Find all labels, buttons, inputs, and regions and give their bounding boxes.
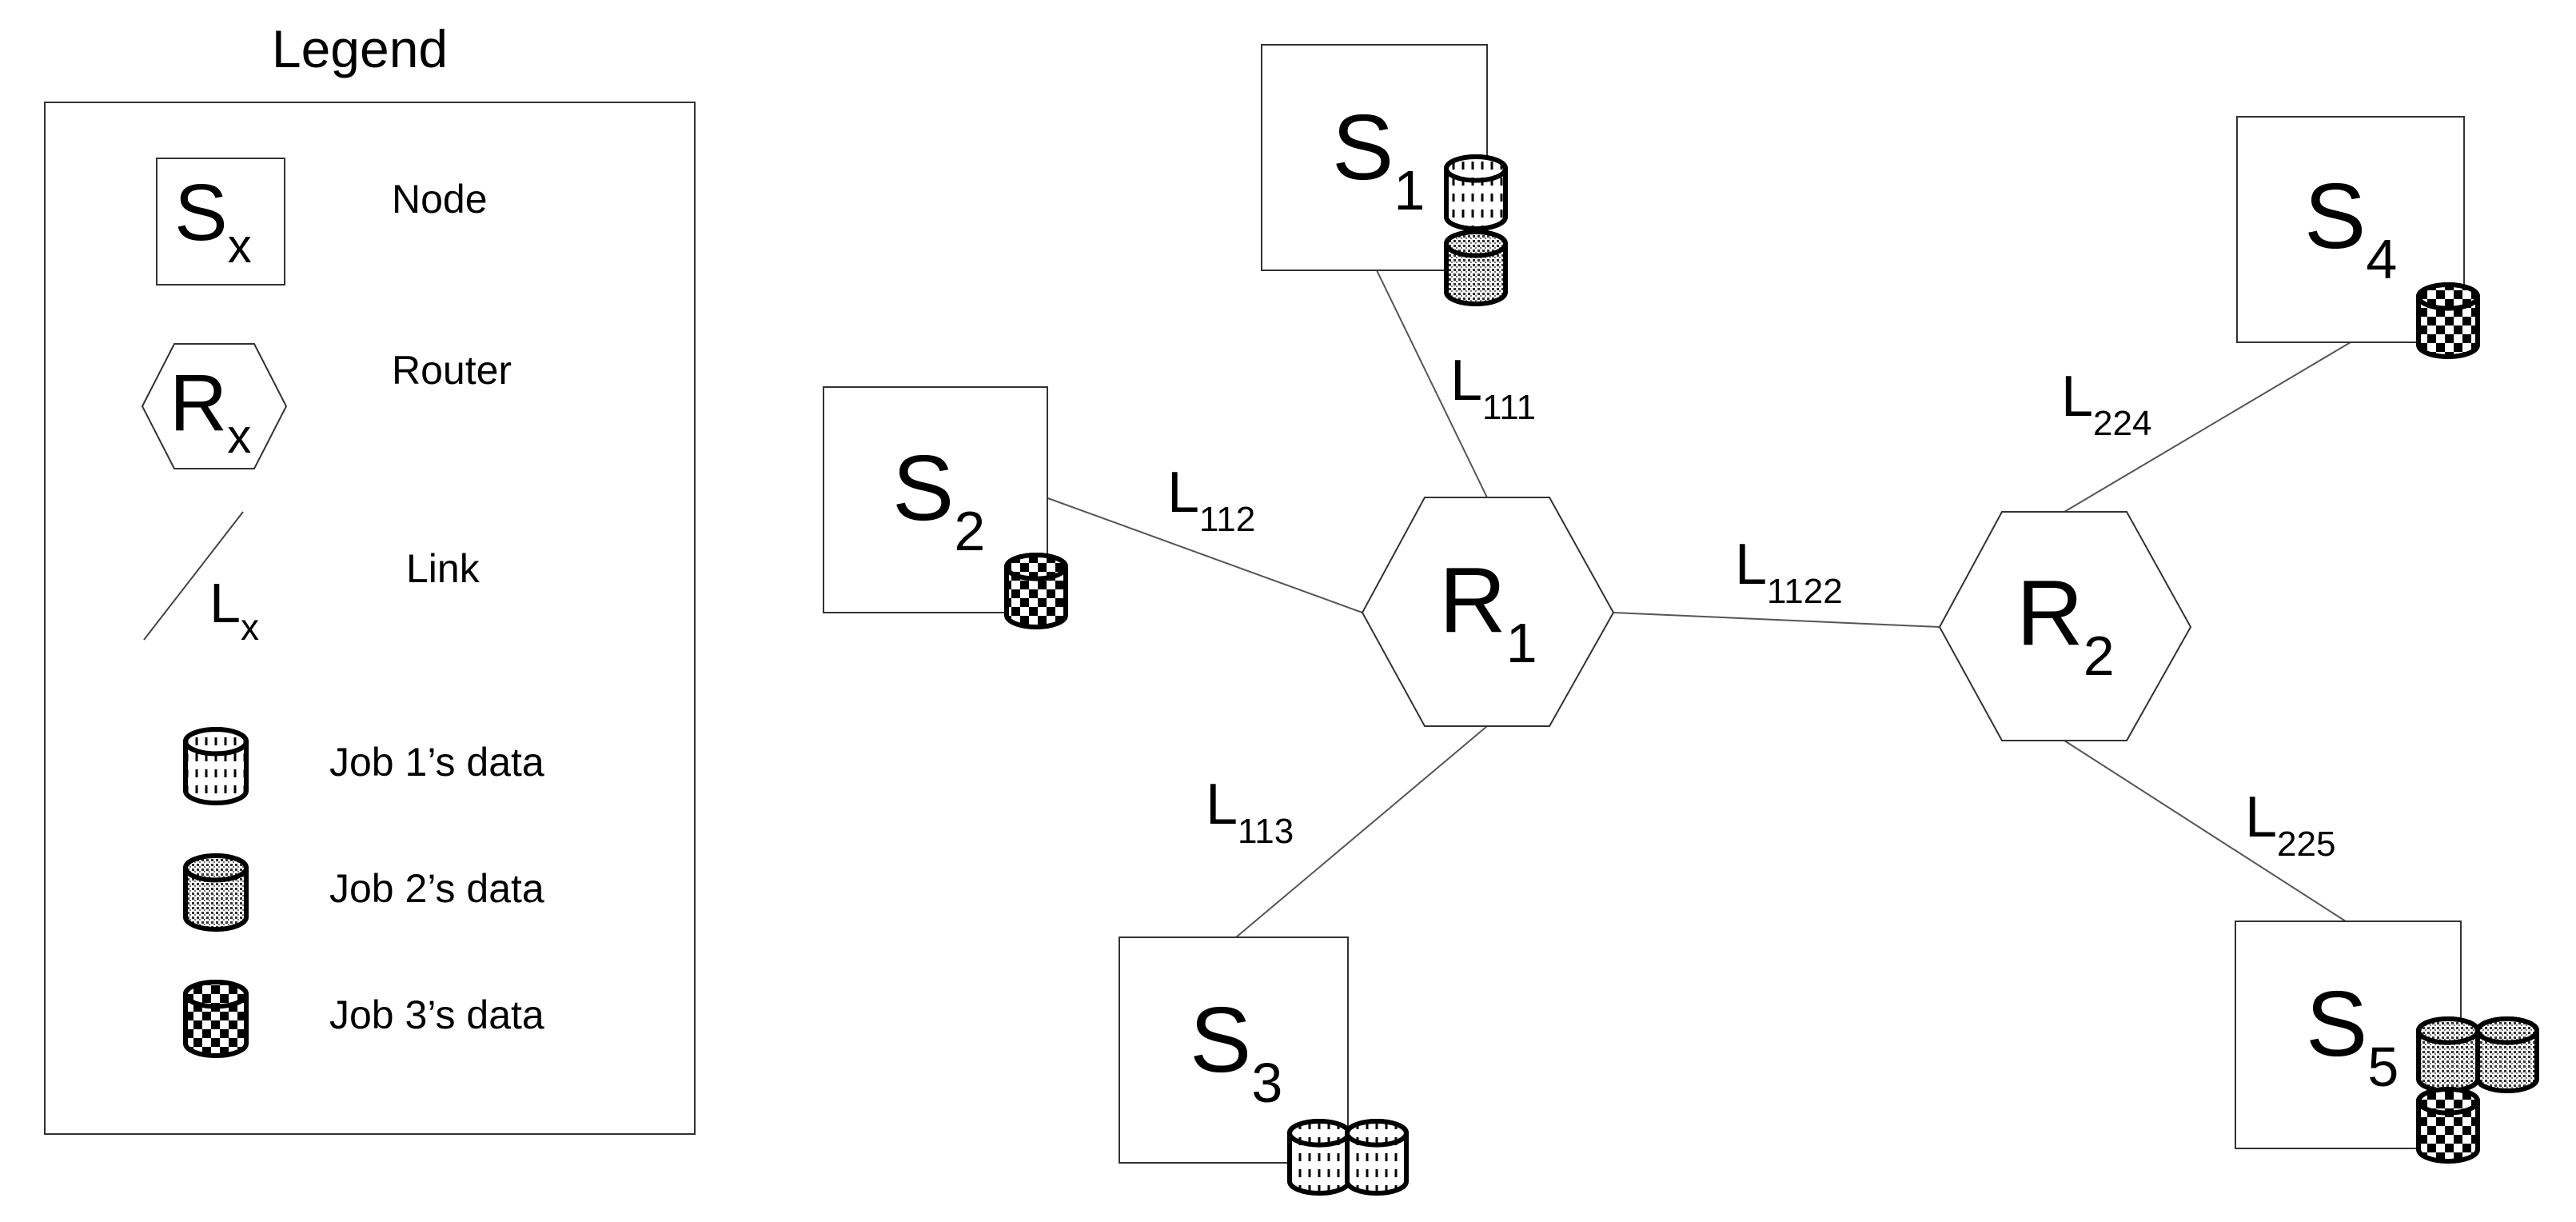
legend-title: Legend — [272, 19, 448, 78]
router-r1-hexagon — [1361, 497, 1615, 727]
node-s5-data-stack — [2416, 1016, 2539, 1164]
node-s4: S4 — [2236, 116, 2480, 359]
link-l111-label: L111 — [1450, 349, 1536, 427]
routers: R1 R2 — [1361, 497, 2192, 741]
legend-link-entry: Lx Link — [143, 511, 481, 648]
data-cylinder-icon — [183, 727, 249, 805]
legend-job1-data-icon — [183, 727, 249, 805]
node-s4-label: S4 — [2304, 164, 2397, 290]
legend-link-symbol: Lx — [209, 572, 259, 648]
link-l112-line — [1045, 497, 1363, 613]
router-r1-label: R1 — [1439, 548, 1537, 674]
node-s3: S3 — [1119, 936, 1409, 1196]
link-l1122-line — [1613, 612, 1940, 628]
legend-node-entry: Sx Node — [156, 158, 488, 286]
link-l111-line — [1376, 270, 1488, 498]
node-s1-box — [1261, 44, 1488, 271]
data-cylinder-icon — [1444, 230, 1508, 306]
router-r2-label: R2 — [2016, 561, 2115, 687]
node-s1: S1 — [1261, 44, 1508, 306]
node-s3-data-stack — [1287, 1119, 1409, 1196]
links: L111 L112 L113 L1122 L224 L225 — [1045, 270, 2351, 938]
node-s1-label: S1 — [1332, 95, 1425, 222]
data-cylinder-icon — [1345, 1119, 1409, 1196]
link-l225-label: L225 — [2245, 785, 2335, 864]
node-s4-data-stack — [2416, 282, 2480, 359]
link-l225-line — [2064, 740, 2347, 922]
data-cylinder-icon — [183, 853, 249, 932]
legend-job-entries: Job 1’s data Job 2’s data Job 3’s data — [183, 727, 544, 1058]
router-r1: R1 — [1361, 497, 1615, 727]
link-l224-label: L224 — [2061, 365, 2151, 443]
legend-job3-data-icon — [183, 980, 249, 1058]
legend-link-label: Link — [406, 546, 481, 591]
legend-router-label: Router — [392, 348, 512, 393]
legend-link-line — [143, 511, 244, 641]
node-s2: S2 — [823, 386, 1068, 629]
node-s1-data-stack — [1444, 154, 1508, 306]
data-cylinder-icon — [183, 980, 249, 1058]
legend-job2-data-icon — [183, 853, 249, 932]
node-s2-label: S2 — [892, 436, 985, 562]
legend-router-symbol: Rx — [169, 358, 251, 463]
node-s2-data-stack — [1004, 553, 1068, 629]
legend-box — [44, 102, 696, 1135]
router-r2-hexagon — [1938, 511, 2192, 741]
link-l112-label: L112 — [1167, 461, 1255, 539]
legend-router-entry: Rx Router — [141, 343, 512, 469]
data-cylinder-icon — [2416, 1016, 2480, 1093]
data-cylinder-icon — [2416, 1087, 2480, 1164]
data-cylinder-icon — [1444, 154, 1508, 231]
link-l224-line — [2064, 341, 2351, 513]
legend-router-hexagon — [141, 343, 288, 469]
legend-node-label: Node — [392, 177, 488, 222]
nodes: S1 S2 S3 S4 — [823, 44, 2539, 1196]
data-cylinder-icon — [2475, 1016, 2539, 1093]
data-cylinder-icon — [1004, 553, 1068, 629]
node-s5-label: S5 — [2306, 972, 2399, 1098]
legend-node-symbol: Sx — [174, 168, 252, 273]
link-l113-label: L113 — [1206, 773, 1294, 851]
data-cylinder-icon — [1287, 1119, 1351, 1196]
legend: Legend Sx Node Rx Router Lx Link — [44, 19, 696, 1135]
node-s5: S5 — [2235, 920, 2539, 1164]
link-l1122-label: L1122 — [1735, 533, 1843, 611]
router-r2: R2 — [1938, 511, 2192, 741]
legend-job2-label: Job 2’s data — [329, 866, 544, 911]
legend-node-square — [156, 158, 285, 286]
link-l113-line — [1235, 725, 1488, 938]
legend-job1-label: Job 1’s data — [329, 740, 544, 785]
legend-job3-label: Job 3’s data — [329, 992, 544, 1037]
data-cylinder-icon — [2416, 282, 2480, 359]
node-s3-label: S3 — [1190, 988, 1282, 1114]
